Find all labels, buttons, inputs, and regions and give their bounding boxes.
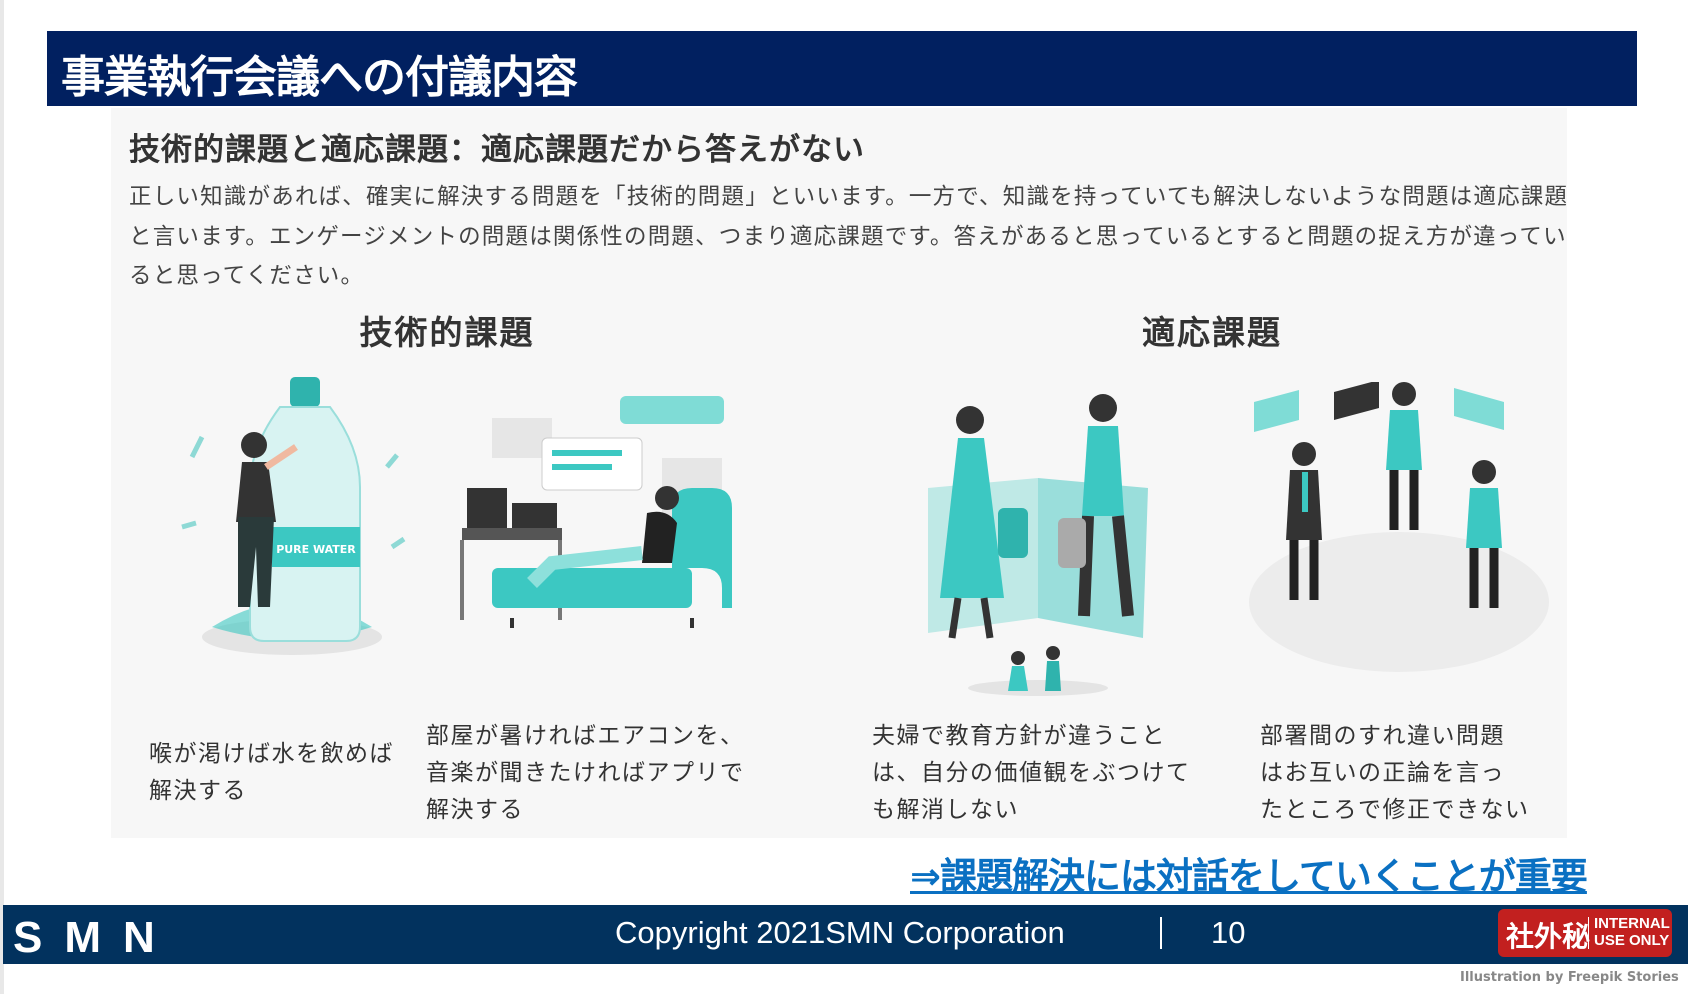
caption-water: 喉が渇けば水を飲めば 解決する <box>149 736 394 810</box>
illustration-credit: Illustration by Freepik Stories <box>1460 970 1679 985</box>
caption-line: 喉が渇けば水を飲めば <box>149 741 394 767</box>
caption-line: 夫婦で教育方針が違うこと <box>872 723 1166 749</box>
body-text: 正しい知識があれば、確実に解決する問題を「技術的問題」といいます。一方で、知識を… <box>129 184 1569 289</box>
header-bar: 事業執行会議への付議内容 <box>47 31 1637 106</box>
caption-department: 部署間のすれ違い問題 はお互いの正論を言っ たところで修正できない <box>1260 718 1530 829</box>
footer-bar: SMN Copyright 2021SMN Corporation 10 社外秘… <box>3 905 1688 964</box>
couple-disagreement-illustration <box>928 394 1148 696</box>
caption-line: 音楽が聞きたければアプリで <box>426 760 745 786</box>
caption-line: はお互いの正論を言っ <box>1260 760 1505 786</box>
department-conflict-illustration <box>1249 382 1549 672</box>
smn-logo: SMN <box>13 913 177 962</box>
caption-line: 部屋が暑ければエアコンを、 <box>426 723 745 749</box>
caption-line: は、自分の価値観をぶつけて <box>872 760 1191 786</box>
page-title: 事業執行会議への付議内容 <box>61 52 578 103</box>
stamp-jp: 社外秘 <box>1506 920 1591 953</box>
caption-line: 解決する <box>149 778 247 804</box>
copyright: Copyright 2021SMN Corporation <box>615 915 1065 950</box>
heading-technical: 技術的課題 <box>359 313 535 352</box>
caption-line: も解消しない <box>872 797 1019 823</box>
caption-line: たところで修正できない <box>1260 797 1530 823</box>
subtitle: 技術的課題と適応課題：適応課題だから答えがない <box>129 132 865 168</box>
footer-divider <box>1160 917 1162 949</box>
stamp-divider <box>1588 917 1589 949</box>
caption-line: 解決する <box>426 797 524 823</box>
room-relaxing-illustration <box>460 396 732 628</box>
caption-line: 部署間のすれ違い問題 <box>1260 723 1505 749</box>
left-edge <box>0 0 4 994</box>
caption-couple: 夫婦で教育方針が違うこと は、自分の価値観をぶつけて も解消しない <box>872 718 1191 829</box>
heading-adaptive: 適応課題 <box>1142 313 1282 352</box>
water-drinking-illustration: PURE WATER <box>181 377 406 655</box>
bottle-label: PURE WATER <box>276 543 356 556</box>
page-number: 10 <box>1211 915 1246 950</box>
conclusion-link[interactable]: ⇒課題解決には対話をしていくことが重要 <box>910 855 1588 898</box>
caption-room: 部屋が暑ければエアコンを、 音楽が聞きたければアプリで 解決する <box>426 718 745 829</box>
